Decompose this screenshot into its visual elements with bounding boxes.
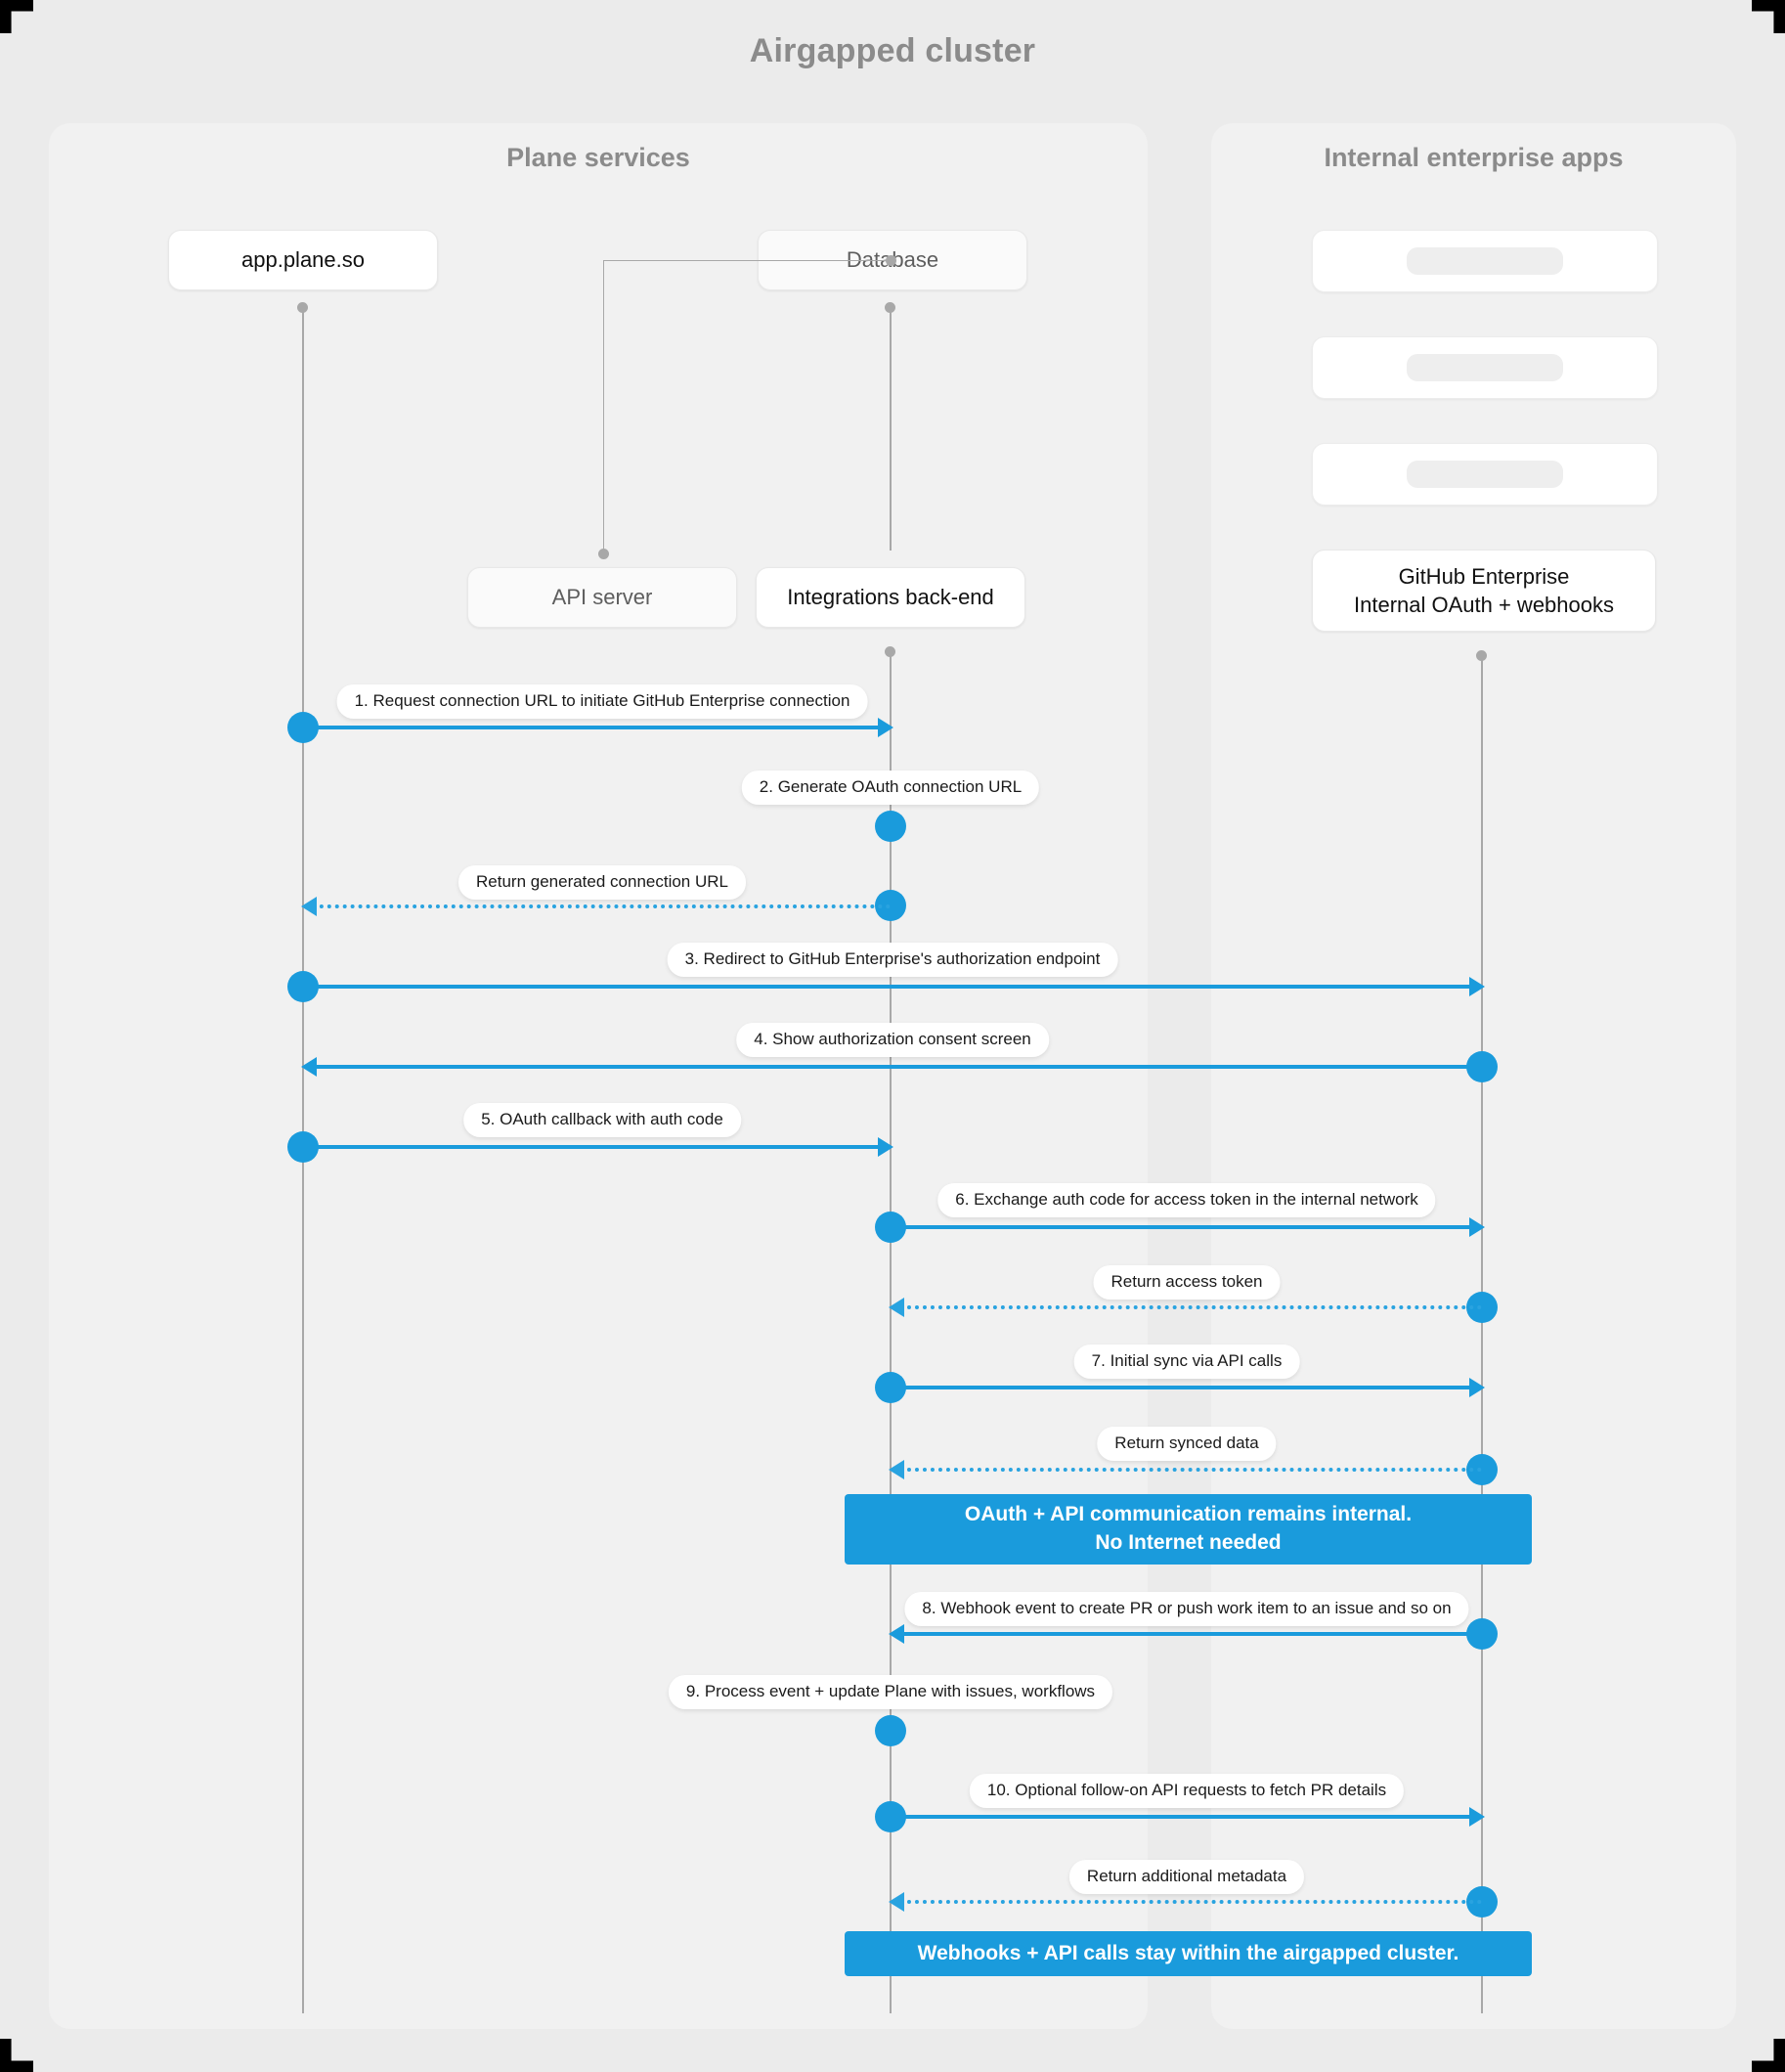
message-arrow-9 (891, 1378, 1485, 1397)
message-label-11: 8. Webhook event to create PR or push wo… (904, 1592, 1469, 1626)
participant-api-server[interactable]: API server (467, 567, 737, 628)
lifeline-database (890, 307, 892, 551)
participant-label-app-plane-so: app.plane.so (241, 247, 365, 273)
participant-label-github-enterprise-line2: Internal OAuth + webhooks (1354, 593, 1614, 617)
message-arrow-14 (889, 1892, 1482, 1912)
message-arrow-4 (303, 977, 1485, 996)
panel-plane-services: Plane services (49, 123, 1148, 2029)
message-arrow-5 (301, 1057, 1482, 1077)
connector-dot-api-end (598, 549, 609, 559)
placeholder-card-1 (1312, 230, 1658, 292)
participant-app-plane-so[interactable]: app.plane.so (168, 230, 438, 290)
message-label-1: 1. Request connection URL to initiate Gi… (336, 684, 868, 719)
message-label-2: 2. Generate OAuth connection URL (741, 771, 1040, 805)
placeholder-bar-2 (1407, 354, 1563, 381)
message-label-9: 7. Initial sync via API calls (1073, 1345, 1300, 1379)
message-arrow-10 (889, 1460, 1482, 1479)
corner-mark-bottom-right (1752, 2039, 1785, 2072)
message-label-5: 4. Show authorization consent screen (736, 1023, 1049, 1057)
placeholder-card-2 (1312, 336, 1658, 399)
note-oauth-api-internal: OAuth + API communication remains intern… (845, 1494, 1532, 1565)
message-arrow-11 (889, 1624, 1482, 1644)
message-arrow-7 (891, 1217, 1485, 1237)
placeholder-card-3 (1312, 443, 1658, 506)
message-label-13: 10. Optional follow-on API requests to f… (969, 1774, 1405, 1808)
message-label-3: Return generated connection URL (458, 865, 746, 900)
message-label-8: Return access token (1093, 1265, 1281, 1300)
lifeline-dot-app-plane-so (297, 302, 308, 313)
message-label-14: Return additional metadata (1068, 1860, 1305, 1894)
message-label-7: 6. Exchange auth code for access token i… (937, 1183, 1436, 1217)
participant-label-integrations-backend: Integrations back-end (787, 585, 994, 610)
corner-mark-top-left (0, 0, 33, 33)
message-arrow-13 (891, 1807, 1485, 1827)
message-arrow-1 (303, 718, 893, 737)
diagram-title: Airgapped cluster (749, 32, 1036, 69)
lifeline-integrations-backend (890, 651, 892, 2013)
participant-label-api-server: API server (551, 585, 653, 610)
panel-title-internal-enterprise-apps: Internal enterprise apps (1324, 143, 1624, 172)
participant-label-github-enterprise-line1: GitHub Enterprise (1398, 563, 1570, 589)
lifeline-github-enterprise (1481, 655, 1483, 2013)
message-label-6: 5. OAuth callback with auth code (463, 1103, 741, 1137)
message-label-4: 3. Redirect to GitHub Enterprise's autho… (667, 943, 1118, 977)
corner-mark-top-right (1752, 0, 1785, 33)
lifeline-dot-github-enterprise (1476, 650, 1487, 661)
activation-bullet-m12 (875, 1715, 906, 1746)
participant-github-enterprise[interactable]: GitHub Enterprise Internal OAuth + webho… (1312, 550, 1656, 632)
activation-bullet-m2 (875, 811, 906, 842)
note-oauth-api-internal-line1: OAuth + API communication remains intern… (964, 1503, 1413, 1526)
message-arrow-8 (889, 1298, 1482, 1317)
note-webhooks-airgapped-line1: Webhooks + API calls stay within the air… (917, 1941, 1459, 1964)
participant-integrations-backend[interactable]: Integrations back-end (756, 567, 1025, 628)
message-arrow-6 (303, 1137, 893, 1157)
panel-title-plane-services: Plane services (506, 143, 690, 172)
placeholder-bar-3 (1407, 461, 1563, 488)
placeholder-bar-1 (1407, 247, 1563, 275)
message-label-10: Return synced data (1097, 1427, 1277, 1461)
corner-mark-bottom-left (0, 2039, 33, 2072)
lifeline-dot-database (885, 302, 895, 313)
lifeline-dot-integrations-backend (885, 646, 895, 657)
note-oauth-api-internal-line2: No Internet needed (1095, 1531, 1282, 1554)
message-arrow-3 (301, 897, 891, 916)
connector-database-to-api-horizontal (603, 260, 892, 261)
connector-dot-database-end (886, 255, 896, 266)
connector-database-to-api-vertical (603, 260, 604, 553)
message-label-12: 9. Process event + update Plane with iss… (668, 1675, 1113, 1709)
note-webhooks-airgapped: Webhooks + API calls stay within the air… (845, 1931, 1532, 1976)
